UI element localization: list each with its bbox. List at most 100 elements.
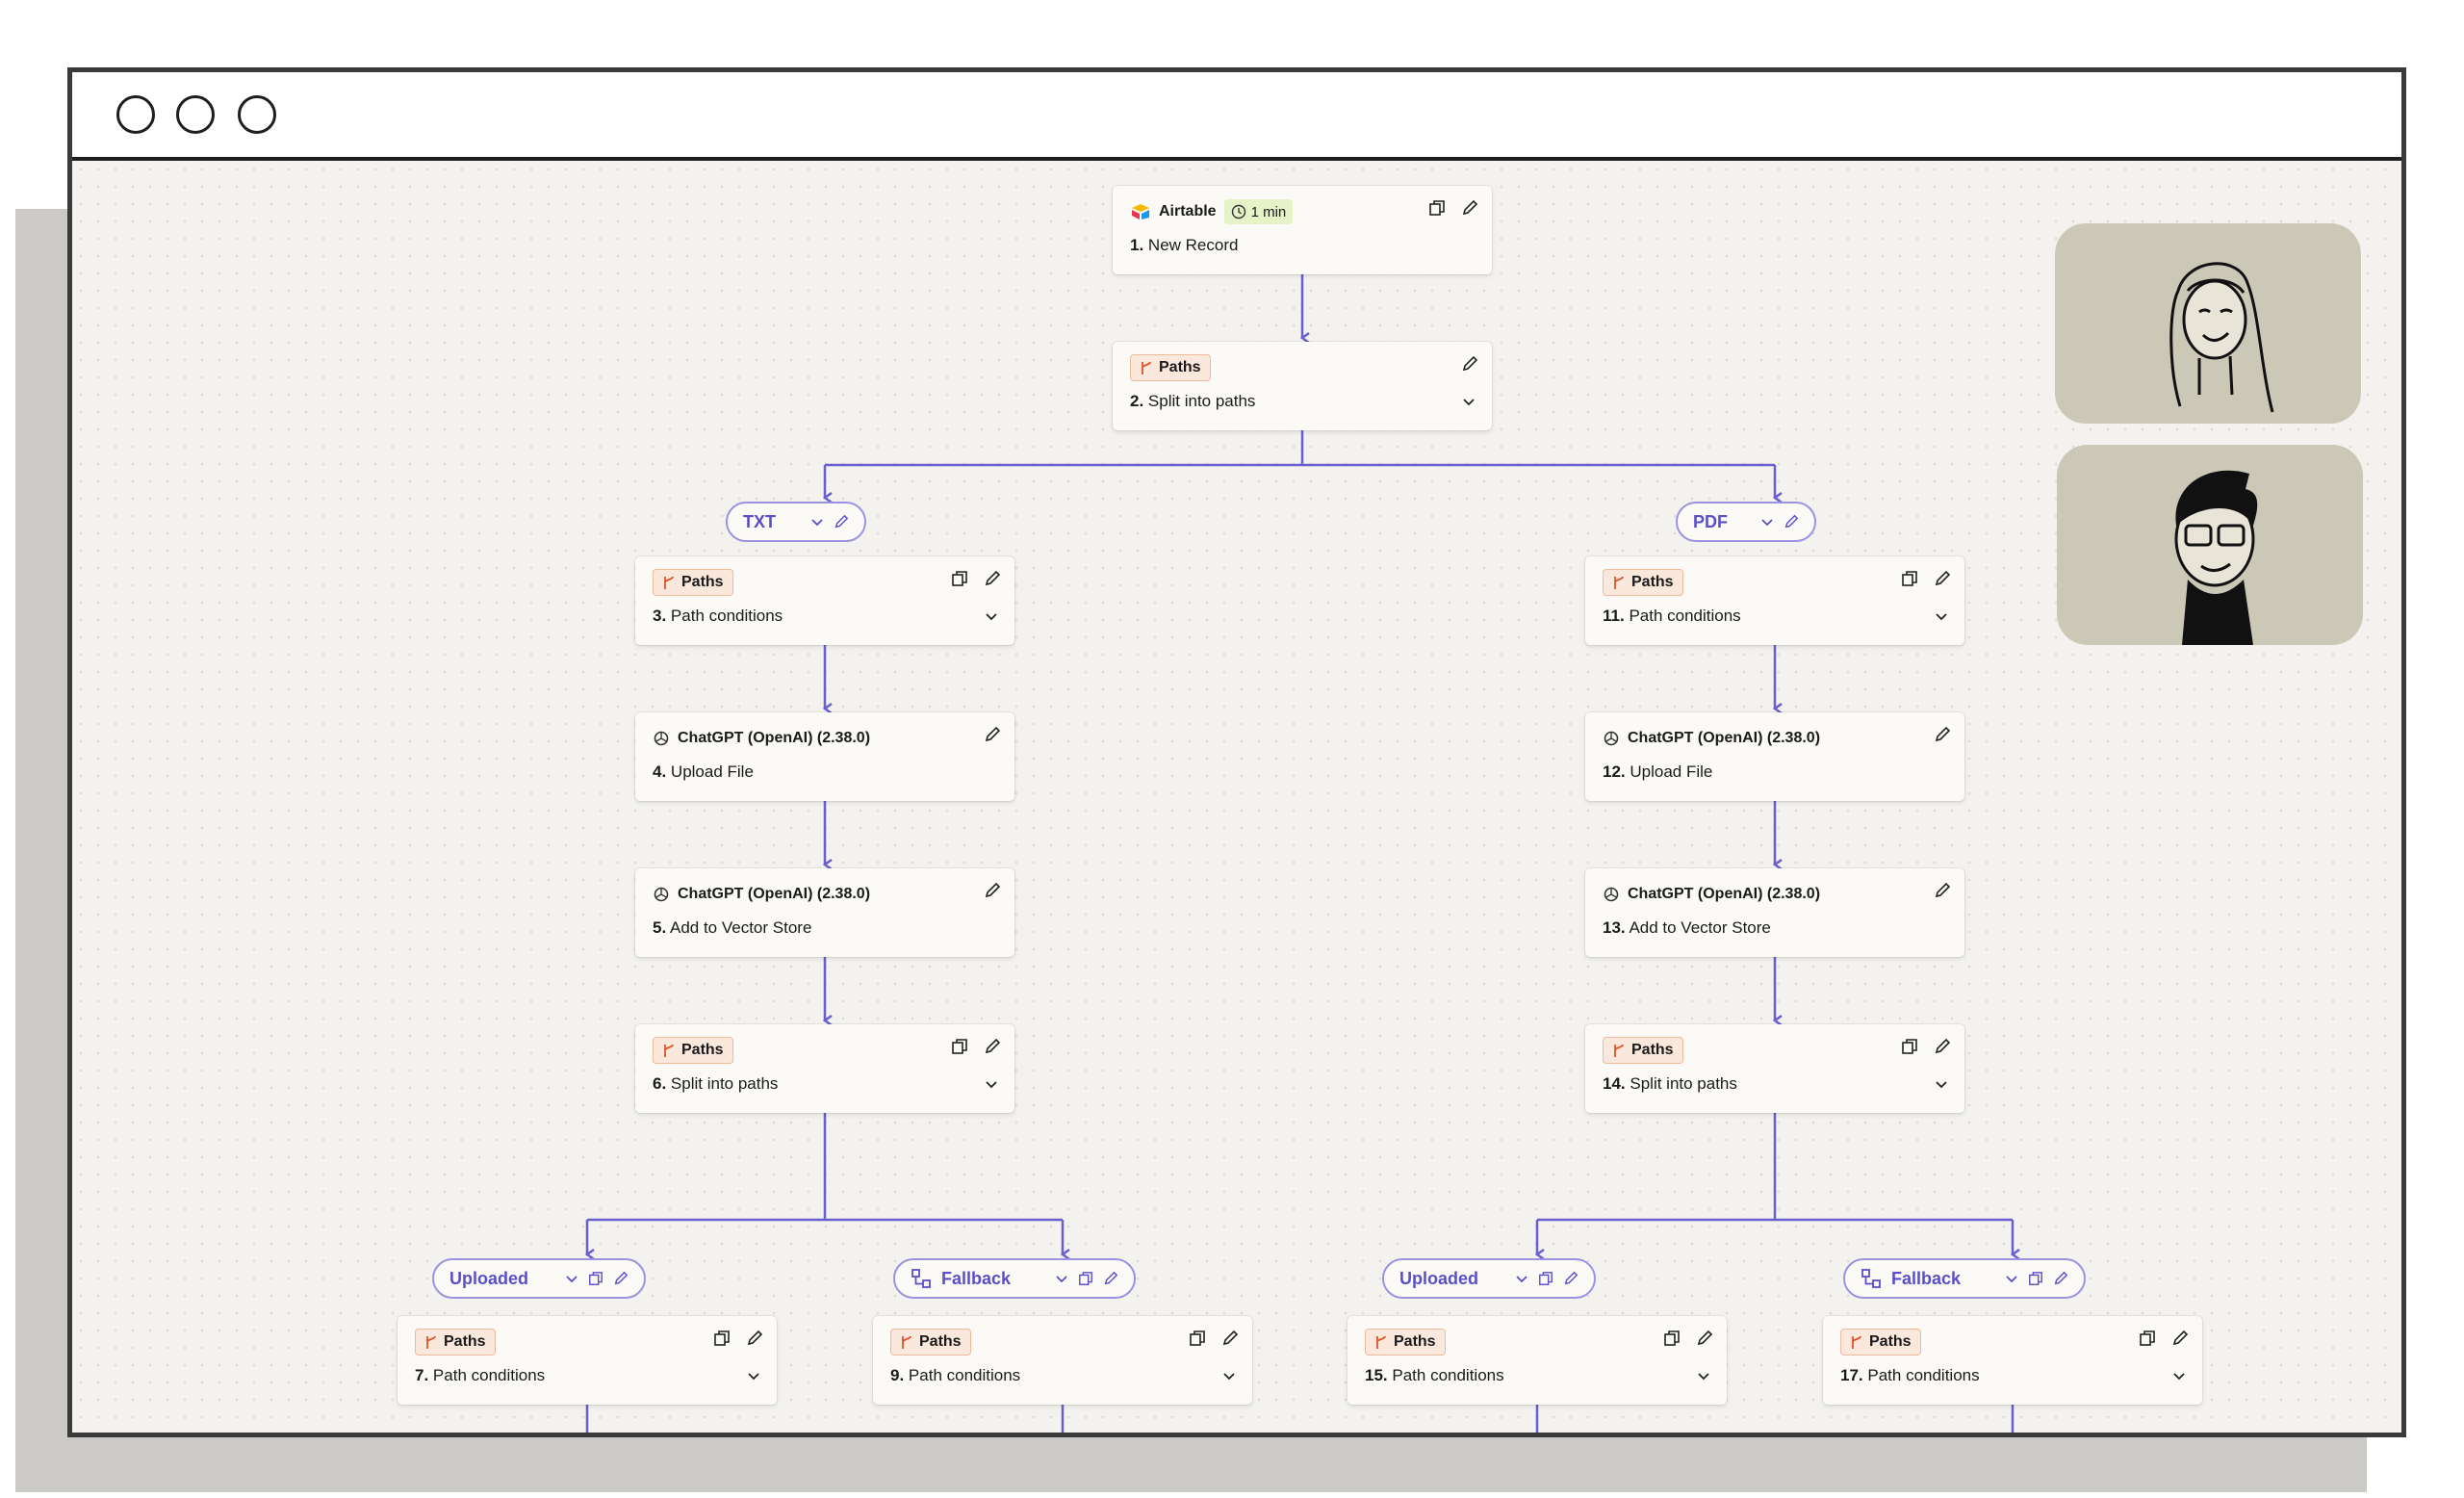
paths-badge: Paths [653, 569, 733, 596]
duplicate-icon[interactable] [2139, 1330, 2156, 1347]
branch-label: Uploaded [1399, 1268, 1479, 1288]
edit-pencil-icon[interactable] [1784, 514, 1799, 529]
chevron-down-icon[interactable] [1515, 1272, 1528, 1285]
chevron-down-icon[interactable] [1934, 608, 1949, 624]
step-title: 1. New Record [1130, 236, 1239, 254]
duplicate-icon[interactable] [1428, 199, 1446, 217]
openai-icon [1604, 887, 1619, 902]
duplicate-icon[interactable] [1663, 1330, 1681, 1347]
duplicate-icon[interactable] [713, 1330, 731, 1347]
edit-pencil-icon[interactable] [1934, 882, 1951, 899]
workflow-canvas[interactable]: Airtable 1 min 1. New Record Paths [72, 161, 2401, 1433]
branch-label: PDF [1693, 511, 1728, 531]
paths-icon [426, 1335, 436, 1349]
edit-pencil-icon[interactable] [1934, 1038, 1951, 1055]
step-title: 9. Path conditions [890, 1366, 1021, 1384]
edit-pencil-icon[interactable] [984, 882, 1001, 899]
chevron-down-icon[interactable] [1696, 1368, 1711, 1383]
chevron-down-icon[interactable] [746, 1368, 761, 1383]
subbranch-pill[interactable]: Uploaded [1382, 1258, 1596, 1299]
edit-pencil-icon[interactable] [613, 1271, 629, 1286]
paths-icon [1376, 1335, 1386, 1349]
trigger-app-name: Airtable [1159, 203, 1217, 220]
fallback-icon [1861, 1269, 1881, 1288]
step-node[interactable]: ChatGPT (OpenAI) (2.38.0)13. Add to Vect… [1585, 868, 1964, 957]
connector-lines [72, 274, 2401, 1433]
duplicate-icon[interactable] [1078, 1271, 1093, 1286]
paths-badge: Paths [1365, 1329, 1446, 1356]
duplicate-icon[interactable] [1538, 1271, 1553, 1286]
paths-badge: Paths [653, 1037, 733, 1064]
edit-pencil-icon[interactable] [1934, 570, 1951, 587]
branch-pill-txt[interactable]: TXT [726, 502, 866, 542]
edit-pencil-icon[interactable] [1696, 1330, 1713, 1347]
chevron-down-icon[interactable] [1461, 394, 1476, 409]
openai-icon [1604, 731, 1619, 746]
duplicate-icon[interactable] [588, 1271, 603, 1286]
window-close-button[interactable] [116, 95, 155, 134]
subbranch-pill[interactable]: Fallback [1843, 1258, 2086, 1299]
edit-pencil-icon[interactable] [746, 1330, 763, 1347]
duplicate-icon[interactable] [951, 570, 968, 587]
edit-pencil-icon[interactable] [984, 570, 1001, 587]
step-node-trigger[interactable]: Airtable 1 min 1. New Record [1113, 186, 1492, 274]
step-title: 4. Upload File [653, 762, 754, 781]
step-title: 2. Split into paths [1130, 392, 1256, 410]
branch-pill-pdf[interactable]: PDF [1676, 502, 1816, 542]
chevron-down-icon[interactable] [1934, 1076, 1949, 1092]
chevron-down-icon[interactable] [810, 515, 824, 529]
airtable-icon [1132, 204, 1149, 220]
chevron-down-icon[interactable] [984, 1076, 999, 1092]
edit-pencil-icon[interactable] [1221, 1330, 1239, 1347]
fallback-icon [911, 1269, 931, 1288]
chevron-down-icon[interactable] [2171, 1368, 2187, 1383]
duplicate-icon[interactable] [951, 1038, 968, 1055]
paths-icon [1852, 1335, 1861, 1349]
step-title: 7. Path conditions [415, 1366, 546, 1384]
edit-pencil-icon[interactable] [1461, 199, 1478, 217]
step-node[interactable]: Paths 7. Path conditions [398, 1316, 777, 1405]
edit-pencil-icon[interactable] [834, 514, 849, 529]
step-node[interactable]: ChatGPT (OpenAI) (2.38.0)4. Upload File [635, 712, 1014, 801]
edit-pencil-icon[interactable] [1103, 1271, 1118, 1286]
subbranch-pill[interactable]: Fallback [893, 1258, 1136, 1299]
chevron-down-icon[interactable] [984, 608, 999, 624]
edit-pencil-icon[interactable] [984, 726, 1001, 743]
chevron-down-icon[interactable] [1055, 1272, 1068, 1285]
duplicate-icon[interactable] [1189, 1330, 1206, 1347]
paths-badge: Paths [415, 1329, 496, 1356]
step-title: 12. Upload File [1603, 762, 1713, 781]
duplicate-icon[interactable] [2028, 1271, 2043, 1286]
edit-pencil-icon[interactable] [2053, 1271, 2068, 1286]
duplicate-icon[interactable] [1901, 570, 1918, 587]
edit-pencil-icon[interactable] [1934, 726, 1951, 743]
step-title: 14. Split into paths [1603, 1074, 1737, 1093]
duplicate-icon[interactable] [1901, 1038, 1918, 1055]
window-minimize-button[interactable] [176, 95, 215, 134]
openai-icon [654, 887, 669, 902]
chevron-down-icon[interactable] [2005, 1272, 2018, 1285]
edit-pencil-icon[interactable] [2171, 1330, 2189, 1347]
step-node[interactable]: ChatGPT (OpenAI) (2.38.0)5. Add to Vecto… [635, 868, 1014, 957]
chevron-down-icon[interactable] [565, 1272, 578, 1285]
paths-icon [664, 576, 674, 589]
branch-label: Fallback [1891, 1268, 1962, 1288]
chevron-down-icon[interactable] [1760, 515, 1774, 529]
step-node[interactable]: ChatGPT (OpenAI) (2.38.0)12. Upload File [1585, 712, 1964, 801]
step-title: 11. Path conditions [1603, 607, 1741, 625]
step-node-split[interactable]: Paths 2. Split into paths [1113, 342, 1492, 430]
app-name: ChatGPT (OpenAI) (2.38.0) [1628, 886, 1821, 902]
edit-pencil-icon[interactable] [1461, 355, 1478, 373]
subbranch-pill[interactable]: Uploaded [432, 1258, 646, 1299]
window-maximize-button[interactable] [238, 95, 276, 134]
chevron-down-icon[interactable] [1221, 1368, 1237, 1383]
edit-pencil-icon[interactable] [984, 1038, 1001, 1055]
edit-pencil-icon[interactable] [1563, 1271, 1578, 1286]
